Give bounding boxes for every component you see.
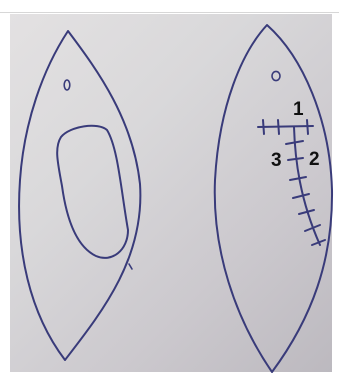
suture-label-2: 2: [309, 149, 320, 170]
horizontal-stitch-2: [278, 120, 279, 134]
right-excision-outline: [215, 25, 332, 372]
left-wound-outline: [57, 126, 128, 258]
left-small-mark: [64, 80, 70, 90]
horizontal-stitch-3: [307, 120, 308, 134]
suture-label-1: 1: [293, 99, 304, 120]
left-wound-tick: [129, 264, 132, 269]
vertical-stitch-3: [290, 177, 306, 180]
suture-label-3: 3: [271, 150, 282, 171]
vertical-stitch-2: [288, 158, 303, 160]
vertical-stitch-4: [293, 194, 309, 198]
horizontal-suture-line: [258, 126, 313, 127]
horizontal-stitch-1: [263, 120, 264, 134]
right-small-mark: [272, 71, 280, 80]
